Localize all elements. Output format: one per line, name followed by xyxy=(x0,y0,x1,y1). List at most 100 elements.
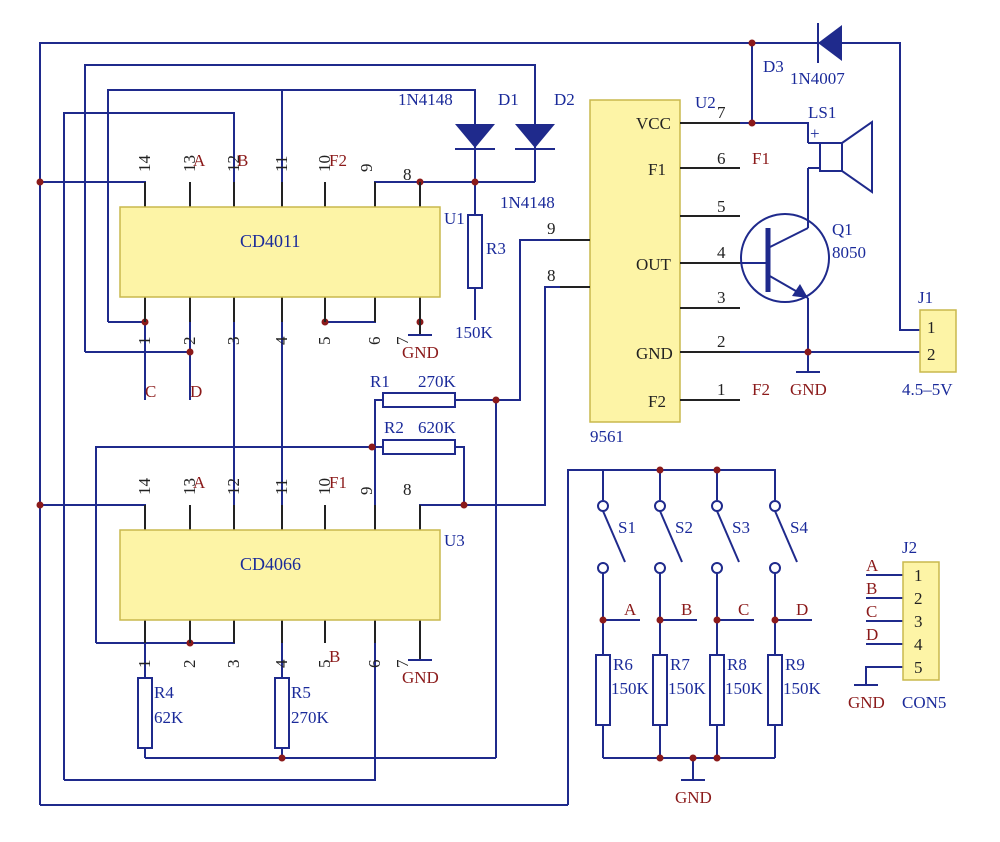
svg-text:12: 12 xyxy=(224,478,243,495)
u1-bottom-pin-numbers: 1 2 3 4 5 6 7 xyxy=(135,336,412,345)
u2-name: 9561 xyxy=(590,427,624,446)
gnd-label-u2: GND xyxy=(790,380,827,399)
svg-text:9: 9 xyxy=(357,164,376,173)
svg-text:S3: S3 xyxy=(732,518,750,537)
svg-text:R1: R1 xyxy=(370,372,390,391)
gnd-symbols: GND GND GND GND GND xyxy=(402,334,885,807)
svg-text:C: C xyxy=(738,600,749,619)
svg-text:S1: S1 xyxy=(618,518,636,537)
u3-top-pin-numbers: 14 13 12 11 10 9 8 xyxy=(135,478,412,500)
svg-text:2: 2 xyxy=(180,337,199,346)
u1-top-pin-numbers: 14 13 12 11 10 9 8 xyxy=(135,155,412,185)
svg-text:1: 1 xyxy=(135,337,154,346)
u1-name: CD4011 xyxy=(240,231,300,251)
svg-text:S4: S4 xyxy=(790,518,808,537)
net-label-d: D xyxy=(190,382,202,401)
svg-text:D: D xyxy=(866,625,878,644)
svg-text:270K: 270K xyxy=(291,708,330,727)
d3-ref: D3 xyxy=(763,57,784,76)
resistor-r6: R6 150K xyxy=(595,654,650,726)
net-label-c: C xyxy=(145,382,156,401)
d2-ref: D2 xyxy=(554,90,575,109)
svg-text:1: 1 xyxy=(717,380,726,399)
gnd-label-sw: GND xyxy=(675,788,712,807)
svg-text:5: 5 xyxy=(315,337,334,346)
svg-text:R5: R5 xyxy=(291,683,311,702)
svg-text:3: 3 xyxy=(224,337,243,346)
svg-text:F2: F2 xyxy=(648,392,666,411)
svg-text:150K: 150K xyxy=(611,679,650,698)
svg-text:7: 7 xyxy=(393,336,412,345)
svg-text:150K: 150K xyxy=(455,323,494,342)
svg-text:14: 14 xyxy=(135,478,154,496)
resistor-r3: R3 150K xyxy=(455,214,506,342)
u2-ref: U2 xyxy=(695,93,716,112)
svg-text:F2: F2 xyxy=(329,151,347,170)
gnd-label-u1: GND xyxy=(402,343,439,362)
resistor-r7: R7 150K xyxy=(652,654,707,726)
svg-text:4: 4 xyxy=(717,243,726,262)
svg-text:VCC: VCC xyxy=(636,114,671,133)
svg-text:10: 10 xyxy=(315,155,334,172)
svg-text:270K: 270K xyxy=(418,372,457,391)
resistor-r8: R8 150K xyxy=(709,654,764,726)
svg-text:F1: F1 xyxy=(648,160,666,179)
gnd-label-j2: GND xyxy=(848,693,885,712)
svg-text:4.5–5V: 4.5–5V xyxy=(902,380,953,399)
svg-text:2: 2 xyxy=(914,589,923,608)
diode-d1 xyxy=(455,120,495,150)
resistor-r5: R5 270K xyxy=(274,677,330,749)
u1-cd4011: CD4011 U1 14 13 12 11 10 9 8 A B F2 1 2 … xyxy=(119,151,465,401)
svg-text:GND: GND xyxy=(636,344,673,363)
resistor-r2: R2 620K xyxy=(382,418,457,455)
svg-text:A: A xyxy=(624,600,637,619)
svg-text:F1: F1 xyxy=(752,149,770,168)
svg-text:150K: 150K xyxy=(783,679,822,698)
svg-text:C: C xyxy=(866,602,877,621)
svg-text:14: 14 xyxy=(135,155,154,173)
svg-text:+: + xyxy=(810,124,820,143)
u3-top-net-labels: A F1 xyxy=(193,473,347,492)
svg-text:9: 9 xyxy=(547,219,556,238)
svg-text:10: 10 xyxy=(315,478,334,495)
svg-text:R8: R8 xyxy=(727,655,747,674)
d2-part-label: 1N4148 xyxy=(500,193,555,212)
svg-text:1: 1 xyxy=(135,660,154,669)
svg-text:J2: J2 xyxy=(902,538,917,557)
u1-ref: U1 xyxy=(444,209,465,228)
svg-text:4: 4 xyxy=(272,336,291,345)
svg-text:B: B xyxy=(866,579,877,598)
svg-text:B: B xyxy=(237,151,248,170)
u3-cd4066: CD4066 U3 14 13 12 11 10 9 8 A F1 1 2 3 … xyxy=(119,473,465,669)
diode-d3 xyxy=(817,23,842,63)
svg-text:LS1: LS1 xyxy=(808,103,836,122)
svg-text:R3: R3 xyxy=(486,239,506,258)
u3-net-label-b: B xyxy=(329,647,340,666)
svg-text:4: 4 xyxy=(272,659,291,668)
svg-text:2: 2 xyxy=(927,345,936,364)
svg-text:150K: 150K xyxy=(725,679,764,698)
svg-text:7: 7 xyxy=(717,103,726,122)
svg-text:5: 5 xyxy=(717,197,726,216)
svg-text:R6: R6 xyxy=(613,655,633,674)
svg-text:R2: R2 xyxy=(384,418,404,437)
svg-text:8: 8 xyxy=(403,165,412,184)
transistor-q1: Q1 8050 xyxy=(740,213,866,303)
svg-text:11: 11 xyxy=(272,479,291,495)
svg-text:F2: F2 xyxy=(752,380,770,399)
svg-text:R4: R4 xyxy=(154,683,174,702)
svg-text:4: 4 xyxy=(914,635,923,654)
svg-text:5: 5 xyxy=(914,658,923,677)
svg-text:5: 5 xyxy=(315,660,334,669)
svg-text:13: 13 xyxy=(180,478,199,495)
svg-text:12: 12 xyxy=(224,155,243,172)
diode-d2 xyxy=(515,120,555,150)
svg-text:A: A xyxy=(193,151,206,170)
u3-ref: U3 xyxy=(444,531,465,550)
svg-text:B: B xyxy=(681,600,692,619)
svg-text:A: A xyxy=(193,473,206,492)
svg-text:6: 6 xyxy=(365,660,384,669)
svg-text:1: 1 xyxy=(927,318,936,337)
